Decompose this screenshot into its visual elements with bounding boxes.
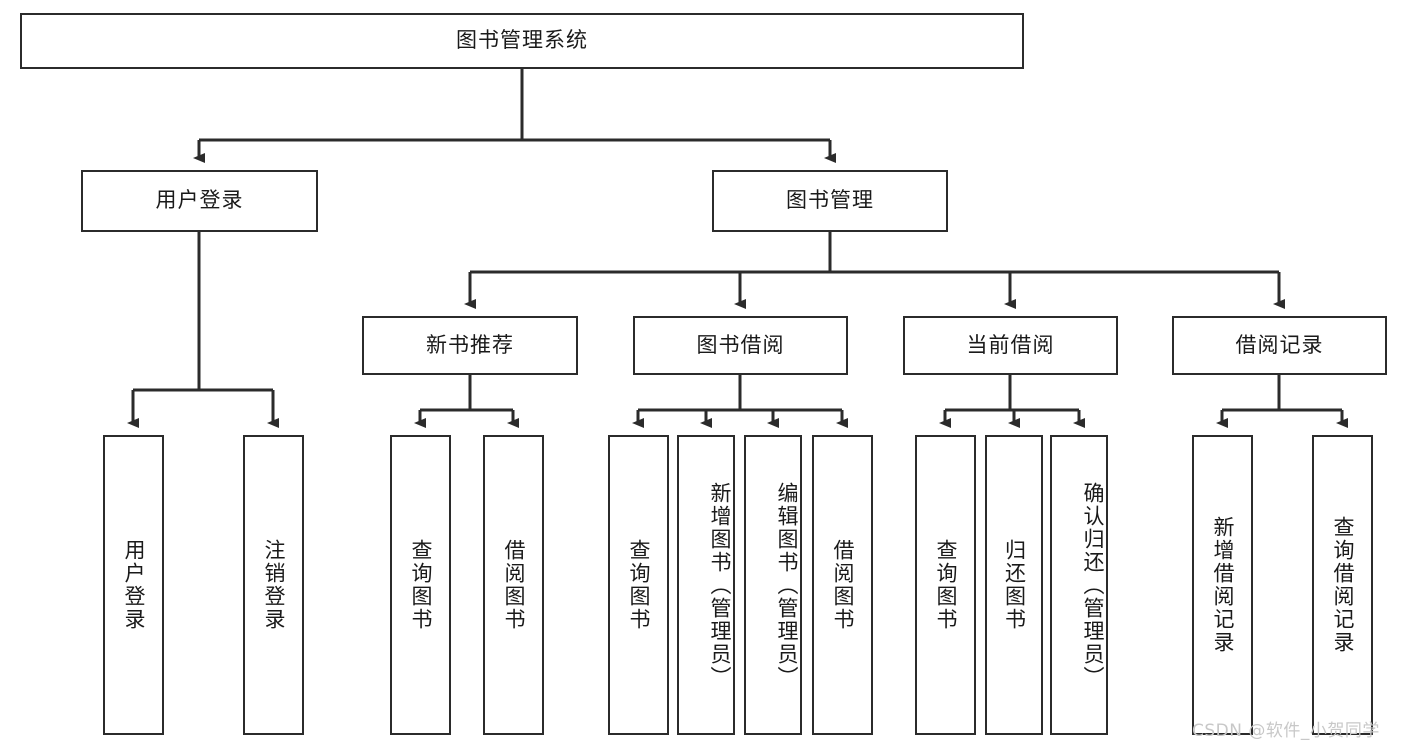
node-leaf-borrow-book-recommend-label: 借阅图书 [501,539,526,631]
node-leaf-user-login[interactable]: 用户登录 [103,435,164,735]
node-leaf-user-login-label: 用户登录 [121,539,146,631]
node-leaf-borrow-book-recommend[interactable]: 借阅图书 [483,435,544,735]
node-root[interactable]: 图书管理系统 [20,13,1024,69]
node-borrow-record-label: 借阅记录 [1235,332,1324,357]
node-leaf-add-borrow-record-label: 新增借阅记录 [1210,516,1235,654]
node-book-borrow-label: 图书借阅 [696,332,785,357]
node-leaf-add-book-admin-label: 新增图书（管理员） [708,481,732,689]
node-leaf-query-borrow-record[interactable]: 查询借阅记录 [1312,435,1373,735]
node-book-borrow[interactable]: 图书借阅 [633,316,848,375]
node-leaf-query-borrow-record-label: 查询借阅记录 [1330,516,1355,654]
node-current-borrow-label: 当前借阅 [966,332,1055,357]
node-user-login-label: 用户登录 [155,188,244,213]
node-leaf-query-book-borrow-label: 查询图书 [626,539,651,631]
node-new-book-recommend-label: 新书推荐 [426,332,514,357]
node-leaf-confirm-return-admin[interactable]: 确认归还（管理员） [1050,435,1108,735]
node-leaf-borrow-book-label: 借阅图书 [830,539,855,631]
node-borrow-record[interactable]: 借阅记录 [1172,316,1387,375]
node-leaf-edit-book-admin-label: 编辑图书（管理员） [775,481,799,689]
node-leaf-add-borrow-record[interactable]: 新增借阅记录 [1192,435,1253,735]
node-leaf-add-book-admin[interactable]: 新增图书（管理员） [677,435,735,735]
node-leaf-query-book-current-label: 查询图书 [933,539,958,631]
node-new-book-recommend[interactable]: 新书推荐 [362,316,578,375]
node-leaf-query-book-borrow[interactable]: 查询图书 [608,435,669,735]
node-book-management-label: 图书管理 [786,188,874,213]
node-leaf-return-book-label: 归还图书 [1002,539,1027,631]
node-leaf-user-logout[interactable]: 注销登录 [243,435,304,735]
node-leaf-edit-book-admin[interactable]: 编辑图书（管理员） [744,435,802,735]
node-root-label: 图书管理系统 [456,28,588,53]
node-leaf-query-book-current[interactable]: 查询图书 [915,435,976,735]
node-leaf-query-book-recommend[interactable]: 查询图书 [390,435,451,735]
watermark: CSDN @软件_小贺同学 [1192,721,1380,741]
node-leaf-borrow-book[interactable]: 借阅图书 [812,435,873,735]
node-leaf-query-book-recommend-label: 查询图书 [408,539,433,631]
node-leaf-return-book[interactable]: 归还图书 [985,435,1043,735]
node-leaf-user-logout-label: 注销登录 [261,539,286,631]
node-leaf-confirm-return-admin-label: 确认归还（管理员） [1081,481,1105,689]
node-book-management[interactable]: 图书管理 [712,170,948,232]
node-current-borrow[interactable]: 当前借阅 [903,316,1118,375]
node-user-login[interactable]: 用户登录 [81,170,318,232]
